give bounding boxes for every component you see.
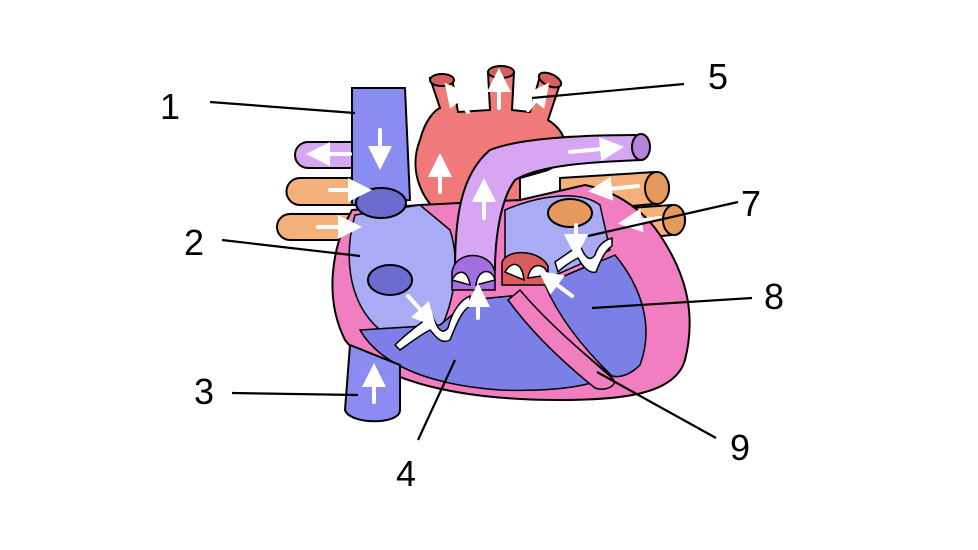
leader-5 <box>531 82 685 100</box>
blood-flow-arrows <box>306 68 662 404</box>
leader-8 <box>591 296 753 310</box>
label-4: 4 <box>396 453 416 494</box>
leader-9 <box>596 371 717 439</box>
aortic-valve <box>501 251 549 286</box>
leader-1 <box>209 100 356 115</box>
septum <box>506 288 615 390</box>
label-8: 8 <box>764 276 784 317</box>
label-3: 3 <box>194 371 214 412</box>
label-9: 9 <box>730 427 750 468</box>
left-ventricle <box>544 254 647 378</box>
leader-7 <box>587 200 739 238</box>
leader-2 <box>221 238 361 258</box>
label-7: 7 <box>741 183 761 224</box>
vena-cava-opening <box>355 187 407 219</box>
leader-4 <box>417 359 456 441</box>
pulmonary-vein-opening <box>547 198 593 228</box>
label-5: 5 <box>708 56 728 97</box>
leader-3 <box>231 391 359 397</box>
pulmonary-artery-end <box>631 133 651 161</box>
label-2: 2 <box>184 222 204 263</box>
leader-lines <box>209 82 753 441</box>
inferior-vena-cava-opening <box>367 264 413 296</box>
pulmonary-valve <box>450 254 496 291</box>
label-1: 1 <box>160 86 180 127</box>
